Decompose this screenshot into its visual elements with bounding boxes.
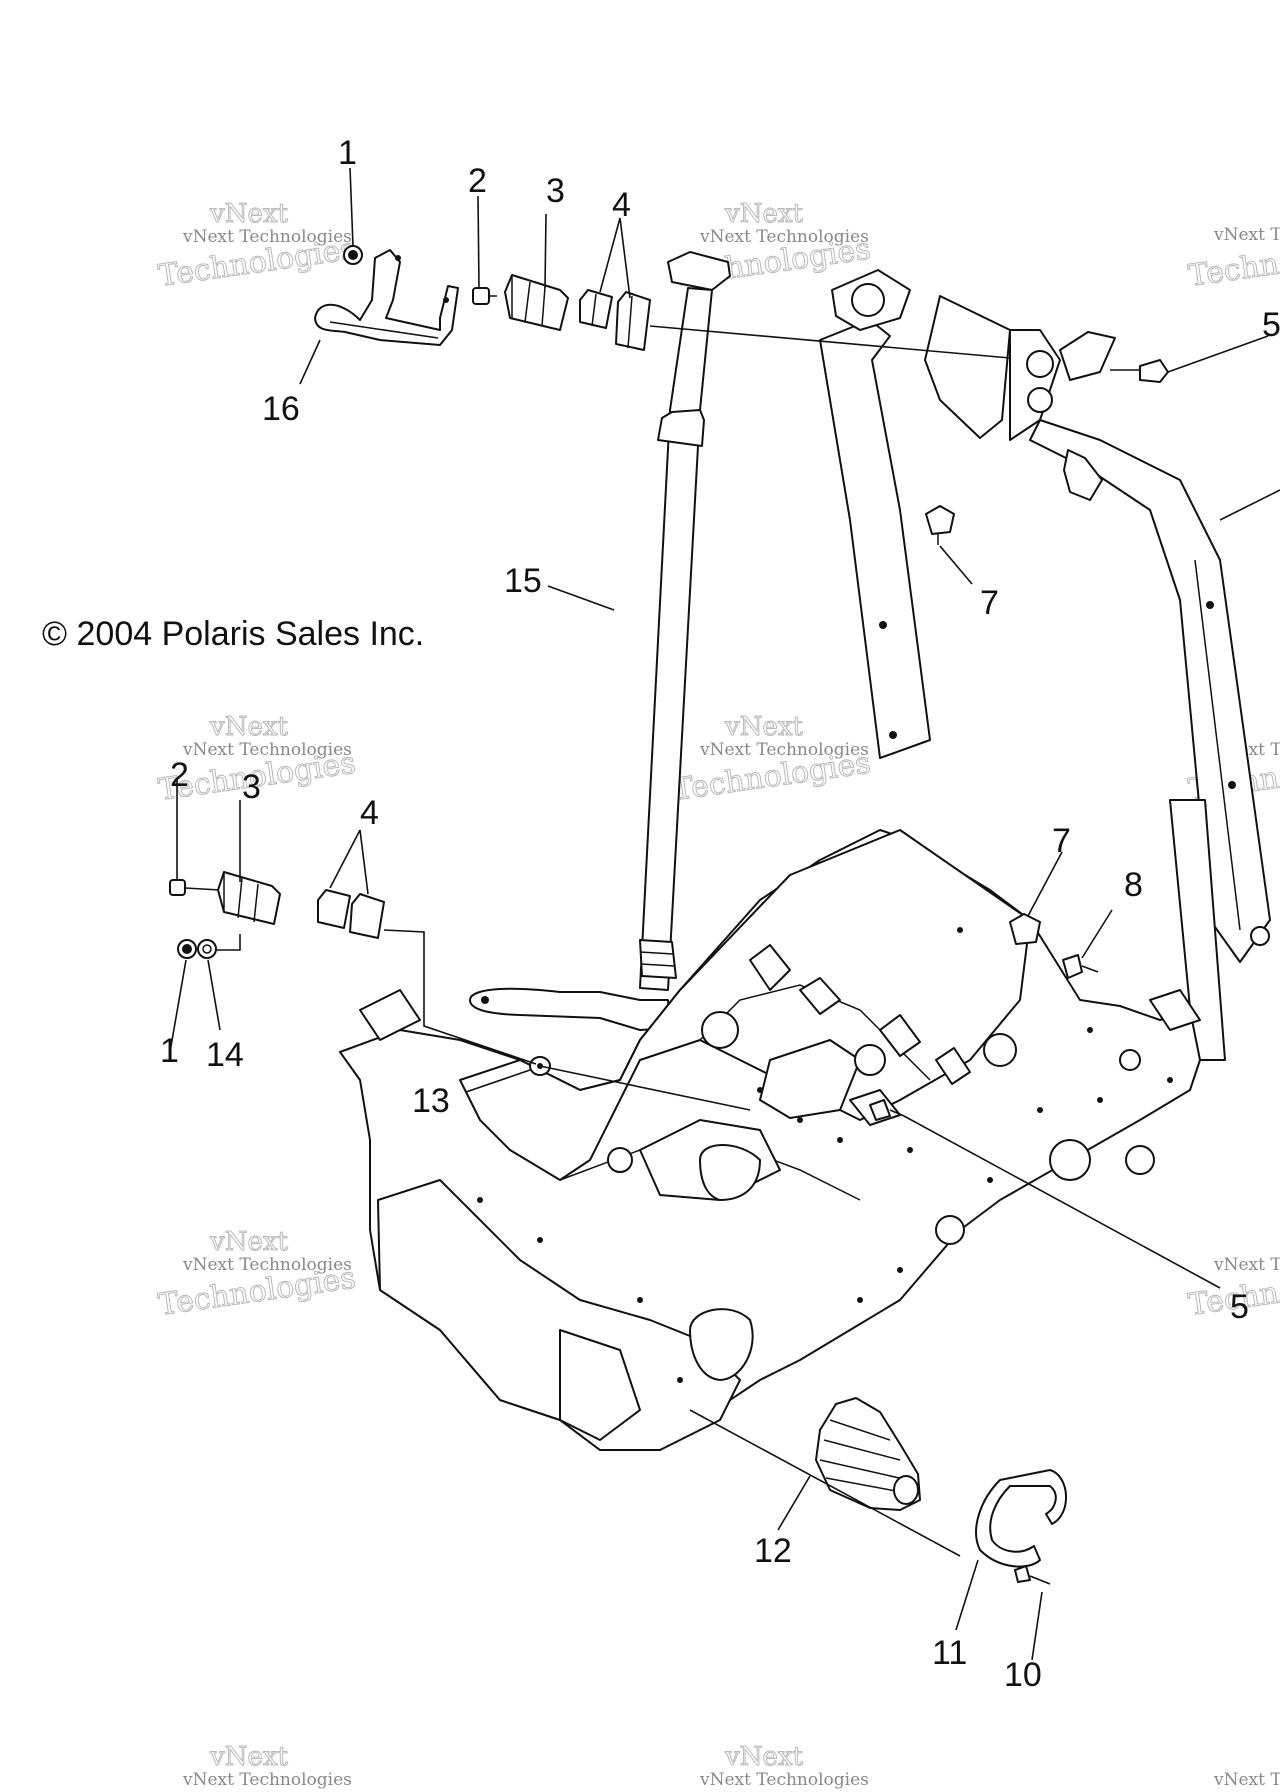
part-15-steering-column (469, 251, 731, 1031)
svg-text:vNext: vNext (209, 1742, 288, 1772)
bracket-11 (975, 1469, 1067, 1568)
bolt-5b (869, 1099, 905, 1121)
svg-text:vNext Technologies: vNext Technologies (1213, 1770, 1280, 1790)
callout-16: 16 (262, 390, 300, 428)
callout-4: 4 (612, 186, 631, 224)
callout-11: 11 (932, 1634, 967, 1672)
copyright-text: © 2004 Polaris Sales Inc. (42, 615, 424, 653)
callout-14: 14 (206, 1036, 244, 1074)
clip-7a (925, 505, 955, 545)
callout-12: 12 (754, 1532, 792, 1570)
screw-10 (1014, 1565, 1051, 1585)
watermark: vNext vNext Technologies Technologies (156, 1227, 358, 1324)
svg-text:vNext Technologies: vNext Technologies (182, 227, 352, 247)
svg-text:vNext: vNext (209, 712, 288, 742)
chassis-frame (339, 829, 1201, 1451)
svg-text:vNext: vNext (724, 199, 803, 229)
bolt-5a (1110, 359, 1169, 383)
callout-2: 2 (170, 756, 189, 794)
callout-2: 2 (468, 162, 487, 200)
watermark: vNext vNext Technologies Technologies (671, 712, 873, 809)
svg-text:vNext Technologies: vNext Technologies (699, 1770, 869, 1790)
clip-7b (1009, 913, 1041, 945)
roll-bar-frame (819, 269, 1271, 1061)
svg-text:vNext: vNext (209, 1227, 288, 1257)
bushings-4a (579, 289, 651, 351)
watermark: vNext Technologies (1213, 1770, 1280, 1790)
svg-text:vNext Technologies: vNext Technologies (182, 740, 352, 760)
callout-3: 3 (546, 172, 565, 210)
svg-text:vNext Technologies: vNext Technologies (182, 1770, 352, 1790)
boot-12 (815, 1397, 921, 1511)
bolt-8 (1062, 954, 1099, 979)
svg-text:vNext: vNext (724, 712, 803, 742)
callout-7: 7 (1052, 822, 1071, 860)
callout-5: 5 (1262, 306, 1280, 344)
bolt-2a (472, 287, 497, 305)
callout-10: 10 (1004, 1656, 1042, 1694)
callout-5: 5 (1230, 1288, 1249, 1326)
callout-15: 15 (504, 562, 542, 600)
callout-labels: 1 2 3 4 5 16 15 7 2 3 4 1 14 7 8 13 5 12… (160, 134, 1280, 1694)
svg-text:vNext Technologies: vNext Technologies (1213, 1255, 1280, 1275)
clamp-3b (217, 871, 281, 925)
clamp-3a (504, 274, 569, 331)
watermark: vNext vNext Technologies (699, 1742, 869, 1791)
leader-lines (169, 167, 1280, 1661)
callout-8: 8 (1124, 866, 1143, 904)
callout-3: 3 (242, 768, 261, 806)
watermark: vNext Technologies Technologies (1186, 225, 1280, 294)
svg-text:vNext: vNext (209, 199, 288, 229)
callout-13: 13 (412, 1082, 450, 1120)
callout-4: 4 (360, 794, 379, 832)
callout-7: 7 (980, 584, 999, 622)
svg-text:vNext Technologies: vNext Technologies (699, 740, 869, 760)
callout-1: 1 (160, 1032, 179, 1070)
nut-1a (343, 245, 363, 265)
svg-text:vNext Technologies: vNext Technologies (1213, 225, 1280, 245)
watermark: vNext vNext Technologies (182, 1742, 352, 1791)
washer-14 (197, 939, 217, 959)
svg-text:vNext Technologies: vNext Technologies (699, 227, 869, 247)
part-16-bracket (314, 249, 459, 346)
svg-text:vNext Technologies: vNext Technologies (182, 1255, 352, 1275)
watermark: vNext vNext Technologies Technologies (156, 199, 358, 295)
bolt-2b (169, 879, 221, 896)
nut-1b (177, 939, 197, 959)
callout-1: 1 (338, 134, 357, 172)
bushings-4b (317, 889, 385, 939)
svg-text:vNext: vNext (724, 1742, 803, 1772)
